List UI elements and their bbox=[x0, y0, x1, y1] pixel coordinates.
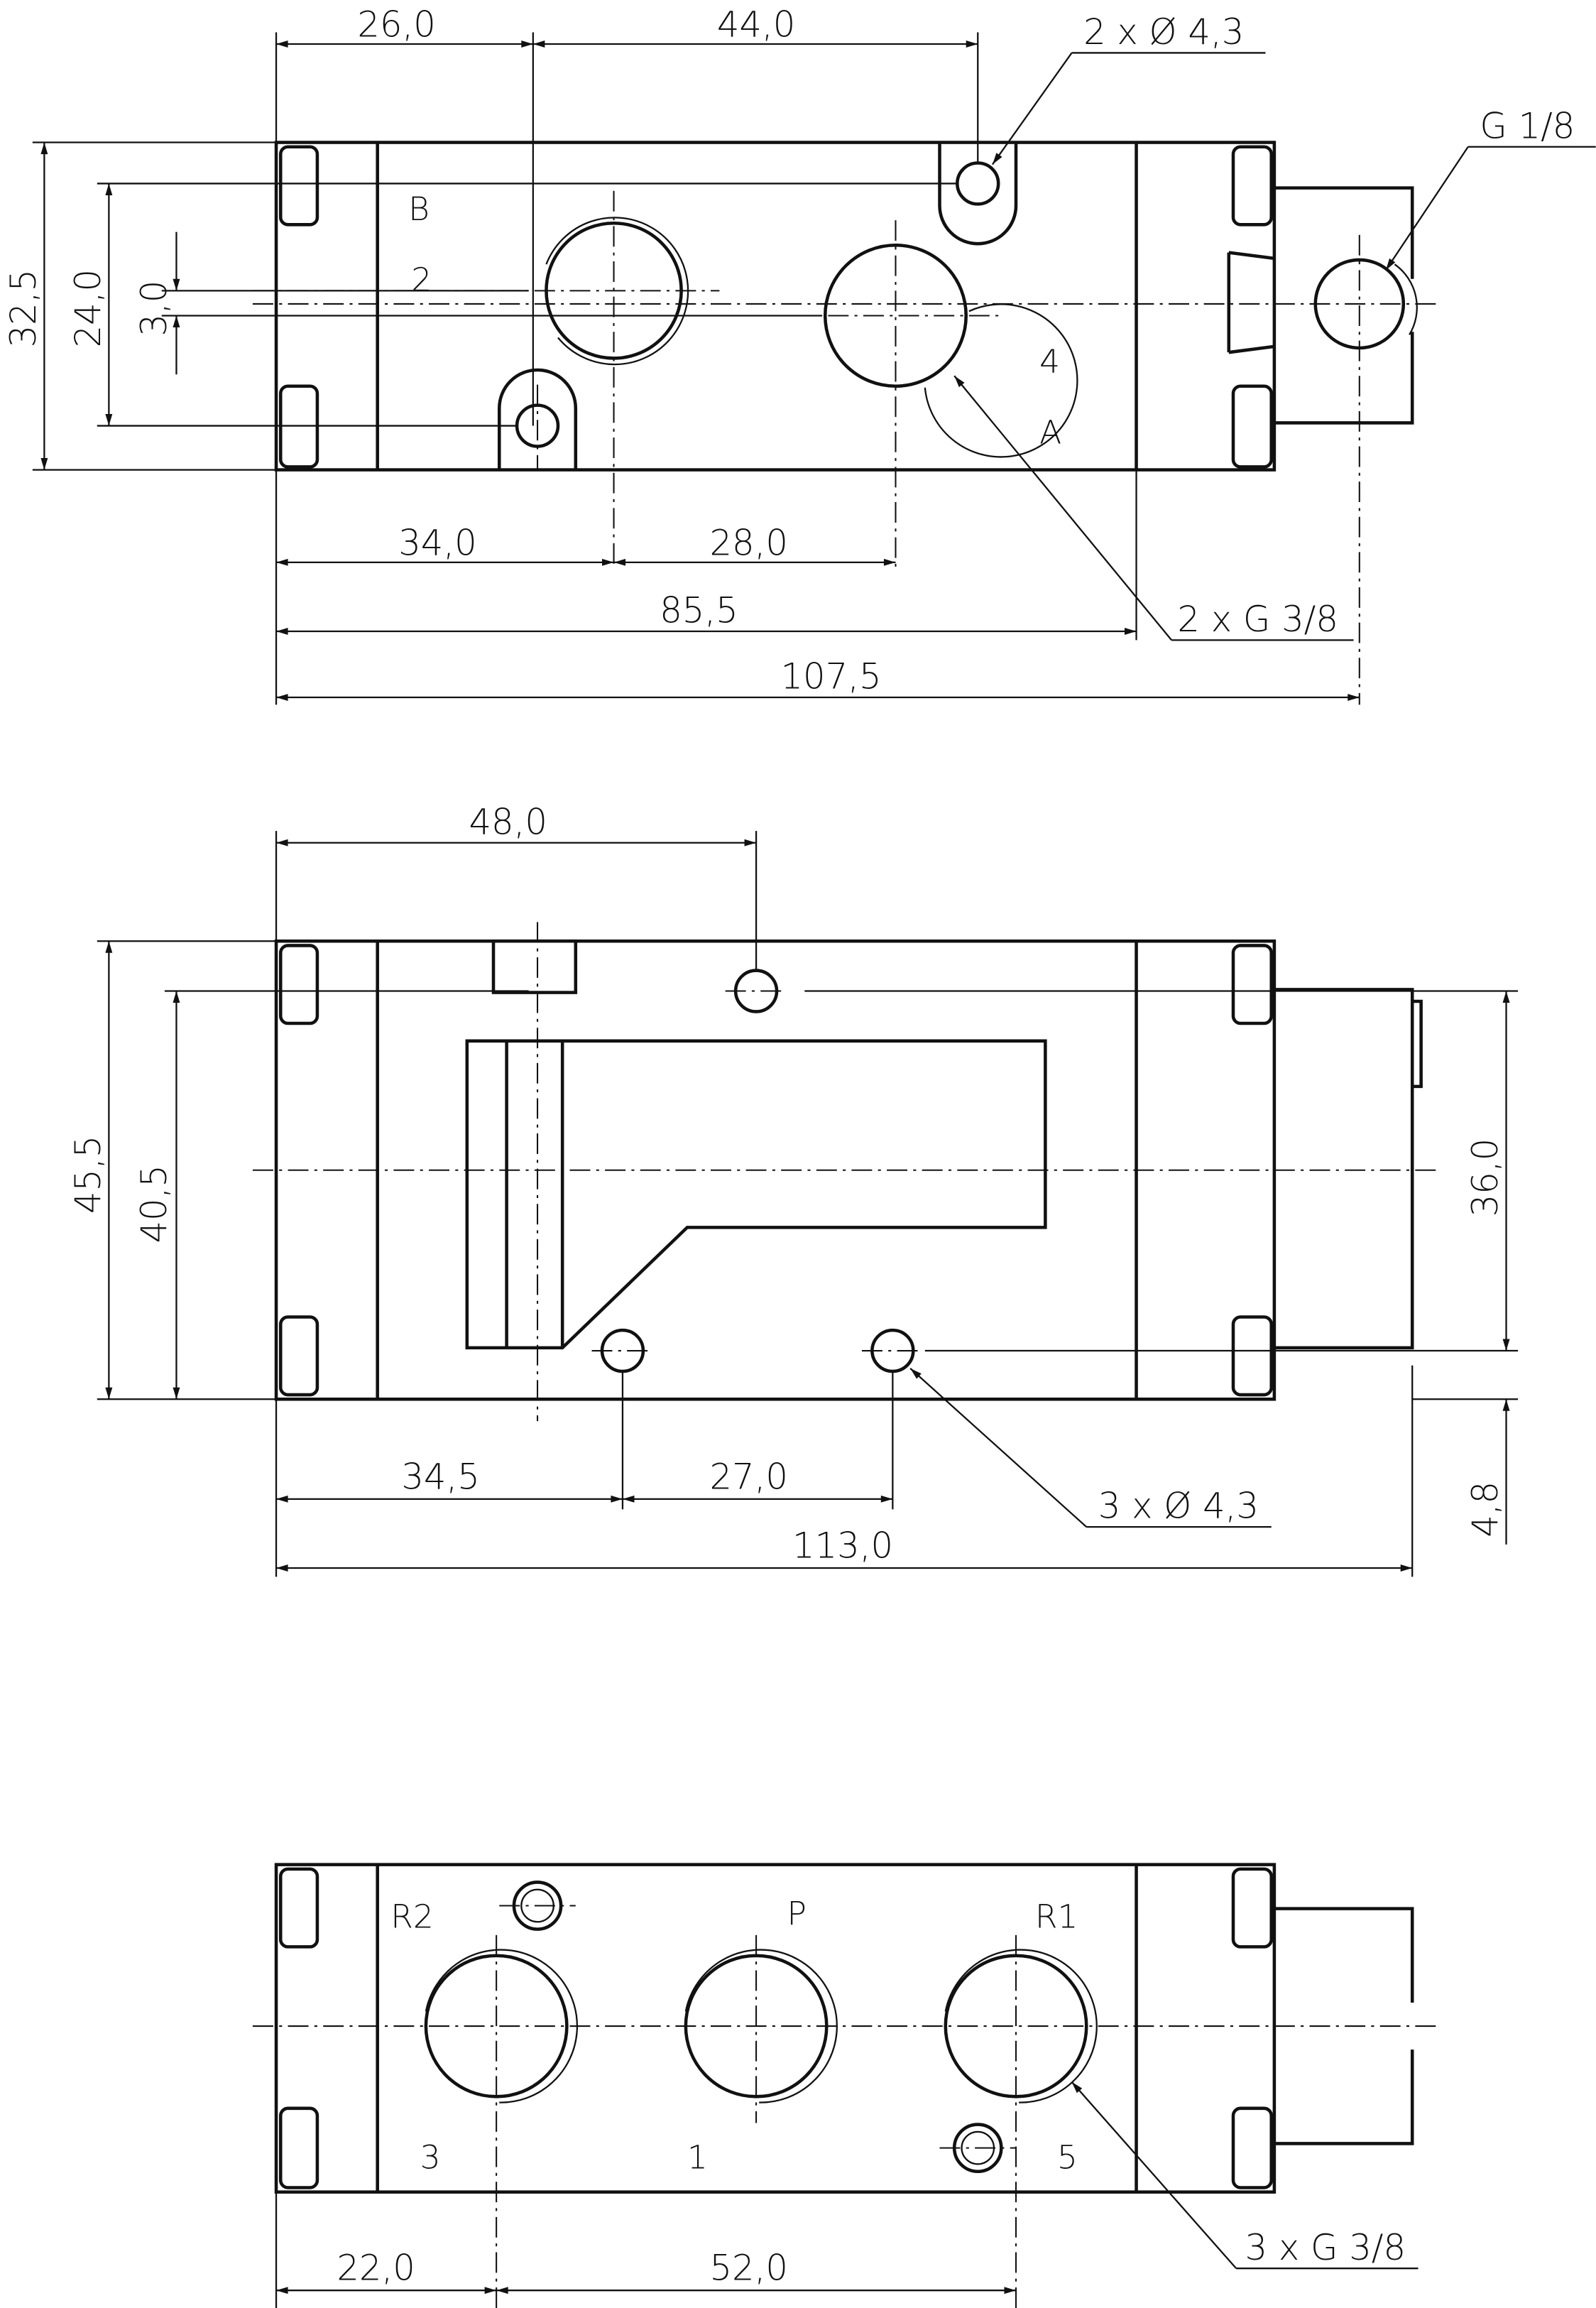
callout-ports-top: 2 x G 3/8 bbox=[1177, 599, 1338, 640]
port-label-1: 1 bbox=[687, 2139, 708, 2177]
callout-holes-side: 3 x Ø 4,3 bbox=[1098, 1486, 1259, 1527]
port-label-r1: R1 bbox=[1035, 1898, 1078, 1936]
port-label-2: 2 bbox=[411, 261, 432, 298]
bottom-view: 22,0 52,0 3 x G 3/8 R2 P R1 3 1 5 bbox=[252, 1863, 1439, 2308]
dim-34-5: 34,5 bbox=[401, 1456, 479, 1497]
top-view: 26,0 44,0 32,5 24,0 3,0 34,0 28,0 85,5 1… bbox=[3, 4, 1596, 705]
dim-113: 113,0 bbox=[792, 1525, 893, 1567]
dim-48: 48,0 bbox=[469, 801, 547, 842]
port-label-3: 3 bbox=[420, 2139, 441, 2177]
callout-pilot: G 1/8 bbox=[1480, 105, 1575, 146]
dim-26: 26,0 bbox=[357, 4, 435, 45]
pilot-fitting-side bbox=[1274, 988, 1414, 1350]
dim-40-5: 40,5 bbox=[133, 1165, 175, 1243]
mount-hole bbox=[956, 161, 1000, 206]
port-a bbox=[823, 243, 968, 388]
dim-36: 36,0 bbox=[1465, 1138, 1506, 1216]
callout-ports-bottom: 3 x G 3/8 bbox=[1245, 2227, 1406, 2268]
port-label-b: B bbox=[408, 190, 430, 228]
solenoid-recess bbox=[465, 1039, 1047, 1350]
port-label-p: P bbox=[787, 1895, 806, 1932]
dim-3: 3,0 bbox=[133, 281, 175, 337]
port-label-a: A bbox=[1039, 413, 1061, 451]
dim-22: 22,0 bbox=[337, 2248, 415, 2289]
callout-holes-top: 2 x Ø 4,3 bbox=[1083, 11, 1244, 53]
dim-85-5: 85,5 bbox=[660, 590, 738, 631]
dim-4-8: 4,8 bbox=[1465, 1481, 1506, 1537]
dim-32-5: 32,5 bbox=[3, 269, 44, 347]
dim-27: 27,0 bbox=[710, 1456, 788, 1497]
dim-45-5: 45,5 bbox=[67, 1136, 109, 1214]
side-view: 48,0 45,5 40,5 36,0 4,8 34,5 27,0 113,0 … bbox=[67, 801, 1519, 1577]
pilot-fitting-bottom bbox=[1274, 1907, 1414, 2145]
valve-body-top bbox=[274, 141, 1277, 472]
dim-34: 34,0 bbox=[398, 522, 476, 563]
port-label-5: 5 bbox=[1057, 2139, 1078, 2177]
dim-52: 52,0 bbox=[710, 2248, 788, 2289]
dim-44: 44,0 bbox=[717, 4, 795, 45]
valve-body-bottom bbox=[274, 1863, 1277, 2194]
dim-24: 24,0 bbox=[67, 269, 109, 347]
pilot-fitting bbox=[1274, 186, 1414, 425]
port-label-4: 4 bbox=[1039, 343, 1060, 381]
port-label-r2: R2 bbox=[390, 1898, 434, 1936]
dim-28: 28,0 bbox=[710, 522, 788, 563]
dim-107-5: 107,5 bbox=[781, 656, 882, 697]
